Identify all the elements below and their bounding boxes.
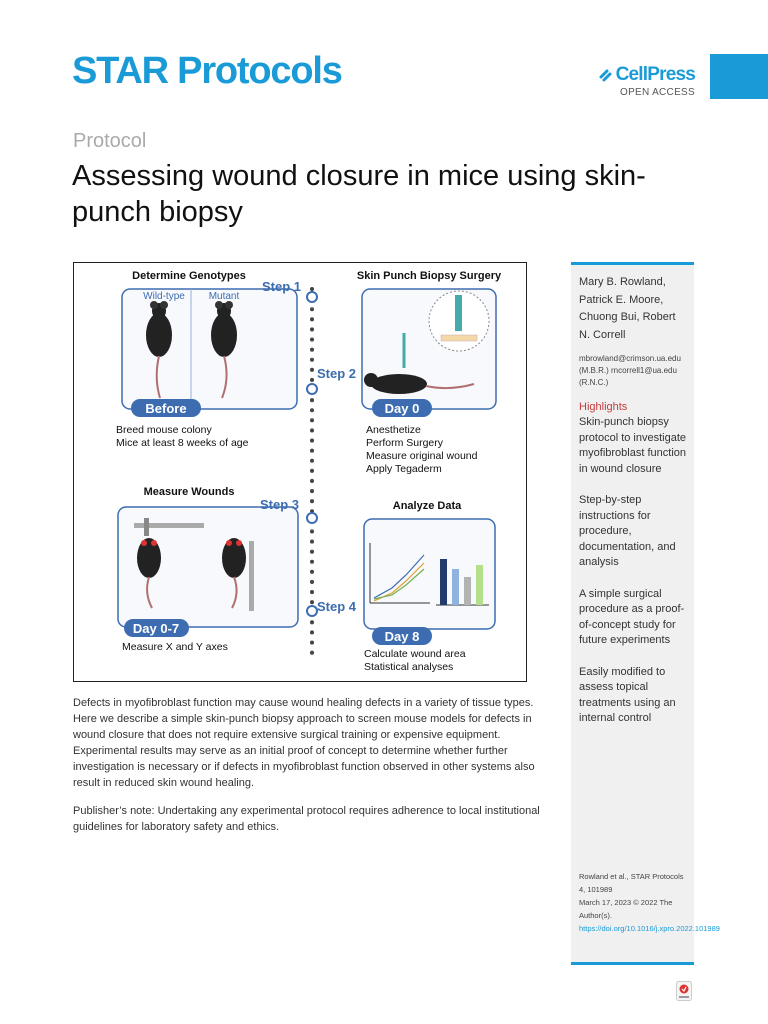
determine-genotypes-label: Determine Genotypes — [132, 270, 246, 282]
bar-chart-icon — [436, 559, 489, 606]
mouse-mutant-icon — [211, 301, 237, 399]
step2-node — [306, 383, 318, 395]
day0-item-4: Apply Tegaderm — [366, 463, 442, 475]
highlight-item: A simple surgical procedure as a proof-o… — [579, 587, 685, 647]
article-sidebar: Mary B. Rowland, Patrick E. Moore, Chuon… — [571, 262, 720, 965]
day07-item-1: Measure X and Y axes — [122, 641, 228, 653]
highlights-heading: Highlights — [579, 401, 628, 413]
day0-item-3: Measure original wound — [366, 450, 478, 462]
article-type: Protocol — [73, 130, 147, 152]
before-item-2: Mice at least 8 weeks of age — [116, 437, 249, 449]
citation-block: Rowland et al., STAR Protocols 4, 101989… — [579, 870, 720, 935]
day0-badge — [372, 399, 432, 417]
day0-label: Day 0 — [385, 401, 420, 416]
before-item-1: Breed mouse colony — [116, 424, 212, 436]
abstract-paragraph-1: Defects in myofibroblast function may ca… — [73, 697, 535, 789]
corner-accent — [710, 54, 768, 99]
day8-label: Day 8 — [385, 629, 420, 644]
publisher-name: CellPress — [615, 64, 696, 85]
anesthetized-mouse-icon — [364, 373, 475, 394]
doi-link[interactable]: https://doi.org/10.1016/j.xpro.2022.1019… — [579, 924, 720, 933]
author-list: Mary B. Rowland, Patrick E. Moore, Chuon… — [579, 276, 676, 341]
mouse-wild-type-icon — [146, 301, 172, 399]
day8-item-1: Calculate wound area — [364, 648, 466, 660]
article-title: Assessing wound closure in mice using sk… — [72, 160, 646, 228]
check-for-updates-icon[interactable] — [676, 981, 692, 1001]
day0-item-1: Anesthetize — [366, 424, 421, 436]
measure-wounds-label: Measure Wounds — [144, 486, 235, 498]
day07-badge — [124, 619, 189, 637]
mutant-label: Mutant — [209, 291, 240, 302]
abstract: Defects in myofibroblast function may ca… — [73, 695, 553, 847]
timeline — [306, 287, 318, 660]
day8-badge — [372, 627, 432, 645]
line-chart-icon — [369, 543, 430, 604]
step1-node — [306, 291, 318, 303]
step1-label: Step 1 — [262, 279, 301, 294]
caliper-icon — [134, 518, 254, 611]
step4-node — [306, 605, 318, 617]
highlight-item: Step-by-step instructions for procedure,… — [579, 494, 676, 568]
citation-text: Rowland et al., STAR Protocols 4, 101989 — [579, 872, 684, 894]
skin-punch-label: Skin Punch Biopsy Surgery — [357, 270, 502, 282]
before-label: Before — [145, 401, 186, 416]
day0-item-2: Perform Surgery — [366, 437, 444, 449]
graphical-abstract-svg: Determine Genotypes Wild-type Mutant Ste… — [116, 270, 502, 673]
correspondence-emails[interactable]: mbrowland@crimson.ua.edu (M.B.R.) rncorr… — [579, 354, 681, 387]
step4-label: Step 4 — [317, 599, 357, 614]
journal-title: STAR Protocols — [72, 50, 343, 92]
publication-date: March 17, 2023 © 2022 The Author(s). — [579, 898, 673, 920]
measured-mouse-1-icon — [137, 538, 161, 609]
day07-label: Day 0-7 — [133, 621, 179, 636]
publisher-note: Publisher’s note: Undertaking any experi… — [73, 805, 540, 833]
analyze-panel — [363, 518, 496, 630]
biopsy-punch-tool-icon — [455, 295, 462, 331]
sidebar-bottom-rule — [571, 962, 694, 965]
highlight-item: Skin-punch biopsy protocol to investigat… — [579, 416, 687, 475]
publisher-logo: CellPress OPEN ACCESS — [590, 64, 696, 98]
step2-label: Step 2 — [317, 366, 356, 381]
analyze-data-label: Analyze Data — [393, 500, 462, 512]
step3-node — [306, 512, 318, 524]
before-badge — [131, 399, 201, 417]
genotype-panel — [121, 288, 298, 410]
day8-item-2: Statistical analyses — [364, 661, 453, 673]
open-access-label: OPEN ACCESS — [620, 87, 695, 98]
highlight-item: Easily modified to assess topical treatm… — [579, 665, 676, 725]
graphical-abstract: Determine Genotypes Wild-type Mutant Ste… — [73, 262, 527, 682]
wild-type-label: Wild-type — [143, 291, 185, 302]
step3-label: Step 3 — [260, 497, 299, 512]
measured-mouse-2-icon — [222, 538, 246, 609]
cellpress-logo-icon — [599, 69, 612, 82]
